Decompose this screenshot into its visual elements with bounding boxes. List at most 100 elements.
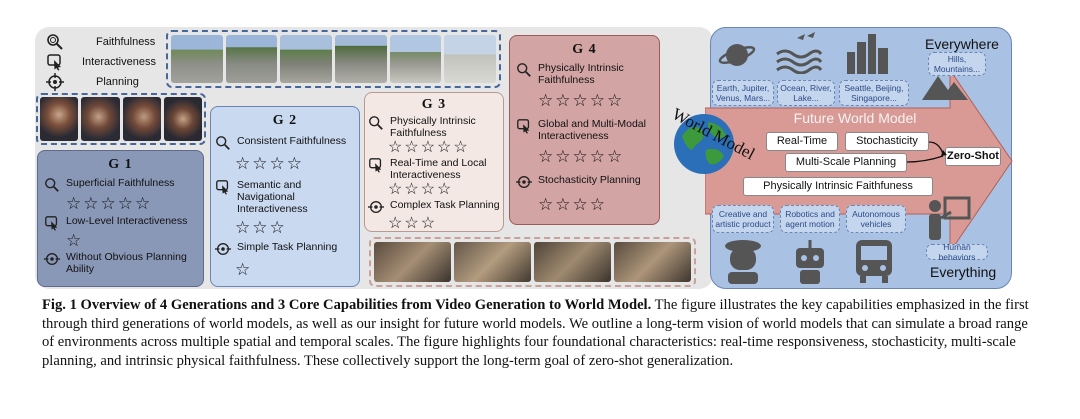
star-rating: ☆☆☆☆☆ [538, 148, 653, 166]
capability-planning: Without Obvious Planning Ability [44, 251, 197, 275]
video-frame [164, 97, 202, 141]
env-tag-water: Ocean, River, Lake... [777, 80, 835, 106]
robot-icon [790, 240, 830, 284]
agent-tag-vehicles: Autonomous vehicles [846, 205, 906, 233]
capability-faithfulness: Consistent Faithfulness [215, 135, 355, 151]
star-rating: ☆ [235, 261, 355, 279]
env-tag-cities: Seattle, Beijing, Singapore... [839, 80, 909, 106]
card-title: G 4 [510, 42, 659, 58]
capability-label: Consistent Faithfulness [237, 135, 346, 147]
capability-interactiveness: Global and Multi-Modal Interactiveness [516, 118, 653, 142]
city-skyline-icon [845, 32, 891, 74]
video-frame [280, 35, 332, 83]
bus-icon [852, 238, 896, 284]
env-tag-planets: Earth, Jupiter, Venus, Mars... [712, 80, 774, 106]
cursor-icon [516, 118, 532, 134]
generation-card-g4: G 4 Physically Intrinsic Faithfulness ☆☆… [509, 35, 660, 225]
cursor-icon [215, 179, 231, 195]
star-rating: ☆ [66, 232, 197, 250]
magnifier-icon [516, 62, 532, 78]
capability-physical: Physically Intrinsic Faithfuness [743, 177, 933, 196]
magnifier-icon [46, 33, 64, 51]
target-icon [368, 199, 384, 215]
generation-card-g2: G 2 Consistent Faithfulness ☆☆☆☆ Semanti… [210, 106, 360, 287]
capability-label: Low-Level Interactiveness [66, 215, 187, 227]
video-frame [226, 35, 278, 83]
capability-planning: Complex Task Planning [368, 199, 500, 215]
star-rating: ☆☆☆☆☆ [388, 139, 500, 157]
star-rating: ☆☆☆ [388, 215, 500, 233]
video-frame [123, 97, 161, 141]
everywhere-label: Everywhere [925, 36, 999, 52]
card-title: G 1 [38, 157, 203, 173]
capability-label: Semantic and Navigational Interactivenes… [237, 179, 355, 215]
capability-label: Simple Task Planning [237, 241, 337, 253]
target-icon [46, 73, 64, 91]
capability-interactiveness: Semantic and Navigational Interactivenes… [215, 179, 355, 215]
everything-label: Everything [930, 264, 996, 280]
card-title: G 3 [365, 97, 503, 113]
star-rating: ☆☆☆☆ [235, 155, 355, 173]
planet-icon [718, 36, 756, 74]
generation-card-g1: G 1 Superficial Faithfulness ☆☆☆☆☆ Low-L… [37, 150, 204, 287]
cursor-icon [368, 157, 384, 173]
capability-label: Superficial Faithfulness [66, 177, 175, 189]
ocean-waves-icon [775, 32, 823, 74]
capability-label: Complex Task Planning [390, 199, 500, 211]
capability-faithfulness: Physically Intrinsic Faithfulness [368, 115, 500, 139]
magnifier-icon [44, 177, 60, 193]
target-icon [516, 174, 532, 190]
magnifier-icon [215, 135, 231, 151]
card-title: G 2 [211, 113, 359, 129]
presenter-icon [925, 196, 971, 242]
caption-lead: Fig. 1 Overview of 4 Generations and 3 C… [42, 297, 651, 313]
connector-arrows [905, 134, 949, 174]
capability-label: Stochasticity Planning [538, 174, 641, 186]
legend-interactiveness: Interactiveness [46, 52, 156, 72]
capability-interactiveness: Real-Time and Local Interactiveness [368, 157, 500, 181]
capability-realtime: Real-Time [766, 132, 838, 151]
capability-planning: Stochasticity Planning [516, 174, 653, 190]
legend-label: Faithfulness [96, 36, 155, 48]
target-icon [215, 241, 231, 257]
video-frame [390, 35, 442, 83]
env-tag-terrain: Hills, Mountains... [928, 52, 986, 76]
agent-tag-human: Human behaviors [926, 244, 988, 260]
capability-planning: Simple Task Planning [215, 241, 355, 257]
video-frame [614, 242, 691, 282]
agent-tag-robotics: Robotics and agent motion [780, 205, 840, 233]
game-frame-strip [166, 30, 501, 88]
future-title: Future World Model [770, 110, 940, 126]
capability-label: Global and Multi-Modal Interactiveness [538, 118, 653, 142]
video-frame [374, 242, 451, 282]
magnifier-icon [368, 115, 384, 131]
capability-label: Physically Intrinsic Faithfulness [390, 115, 500, 139]
video-frame [171, 35, 223, 83]
human-frame-strip [36, 93, 206, 145]
capability-label: Real-Time and Local Interactiveness [390, 157, 500, 181]
cursor-icon [46, 53, 64, 71]
star-rating: ☆☆☆☆☆ [66, 195, 197, 213]
star-rating: ☆☆☆☆ [388, 181, 500, 199]
video-frame [40, 97, 78, 141]
legend-label: Planning [96, 76, 139, 88]
legend-label: Interactiveness [82, 56, 156, 68]
capability-label: Without Obvious Planning Ability [66, 251, 197, 275]
artist-icon [722, 238, 764, 284]
video-frame [81, 97, 119, 141]
capability-interactiveness: Low-Level Interactiveness [44, 215, 197, 231]
legend: Faithfulness Interactiveness Planning [46, 32, 156, 92]
star-rating: ☆☆☆ [235, 219, 355, 237]
video-frame [454, 242, 531, 282]
robot-frame-strip [369, 237, 696, 287]
cursor-icon [44, 215, 60, 231]
capability-faithfulness: Superficial Faithfulness [44, 177, 197, 193]
legend-faithfulness: Faithfulness [46, 32, 156, 52]
star-rating: ☆☆☆☆☆ [538, 92, 653, 110]
legend-planning: Planning [46, 72, 156, 92]
video-frame [534, 242, 611, 282]
target-icon [44, 251, 60, 267]
capability-multiscale: Multi-Scale Planning [785, 153, 907, 172]
agent-tag-creative: Creative and artistic product [712, 205, 774, 233]
video-frame [335, 35, 387, 83]
